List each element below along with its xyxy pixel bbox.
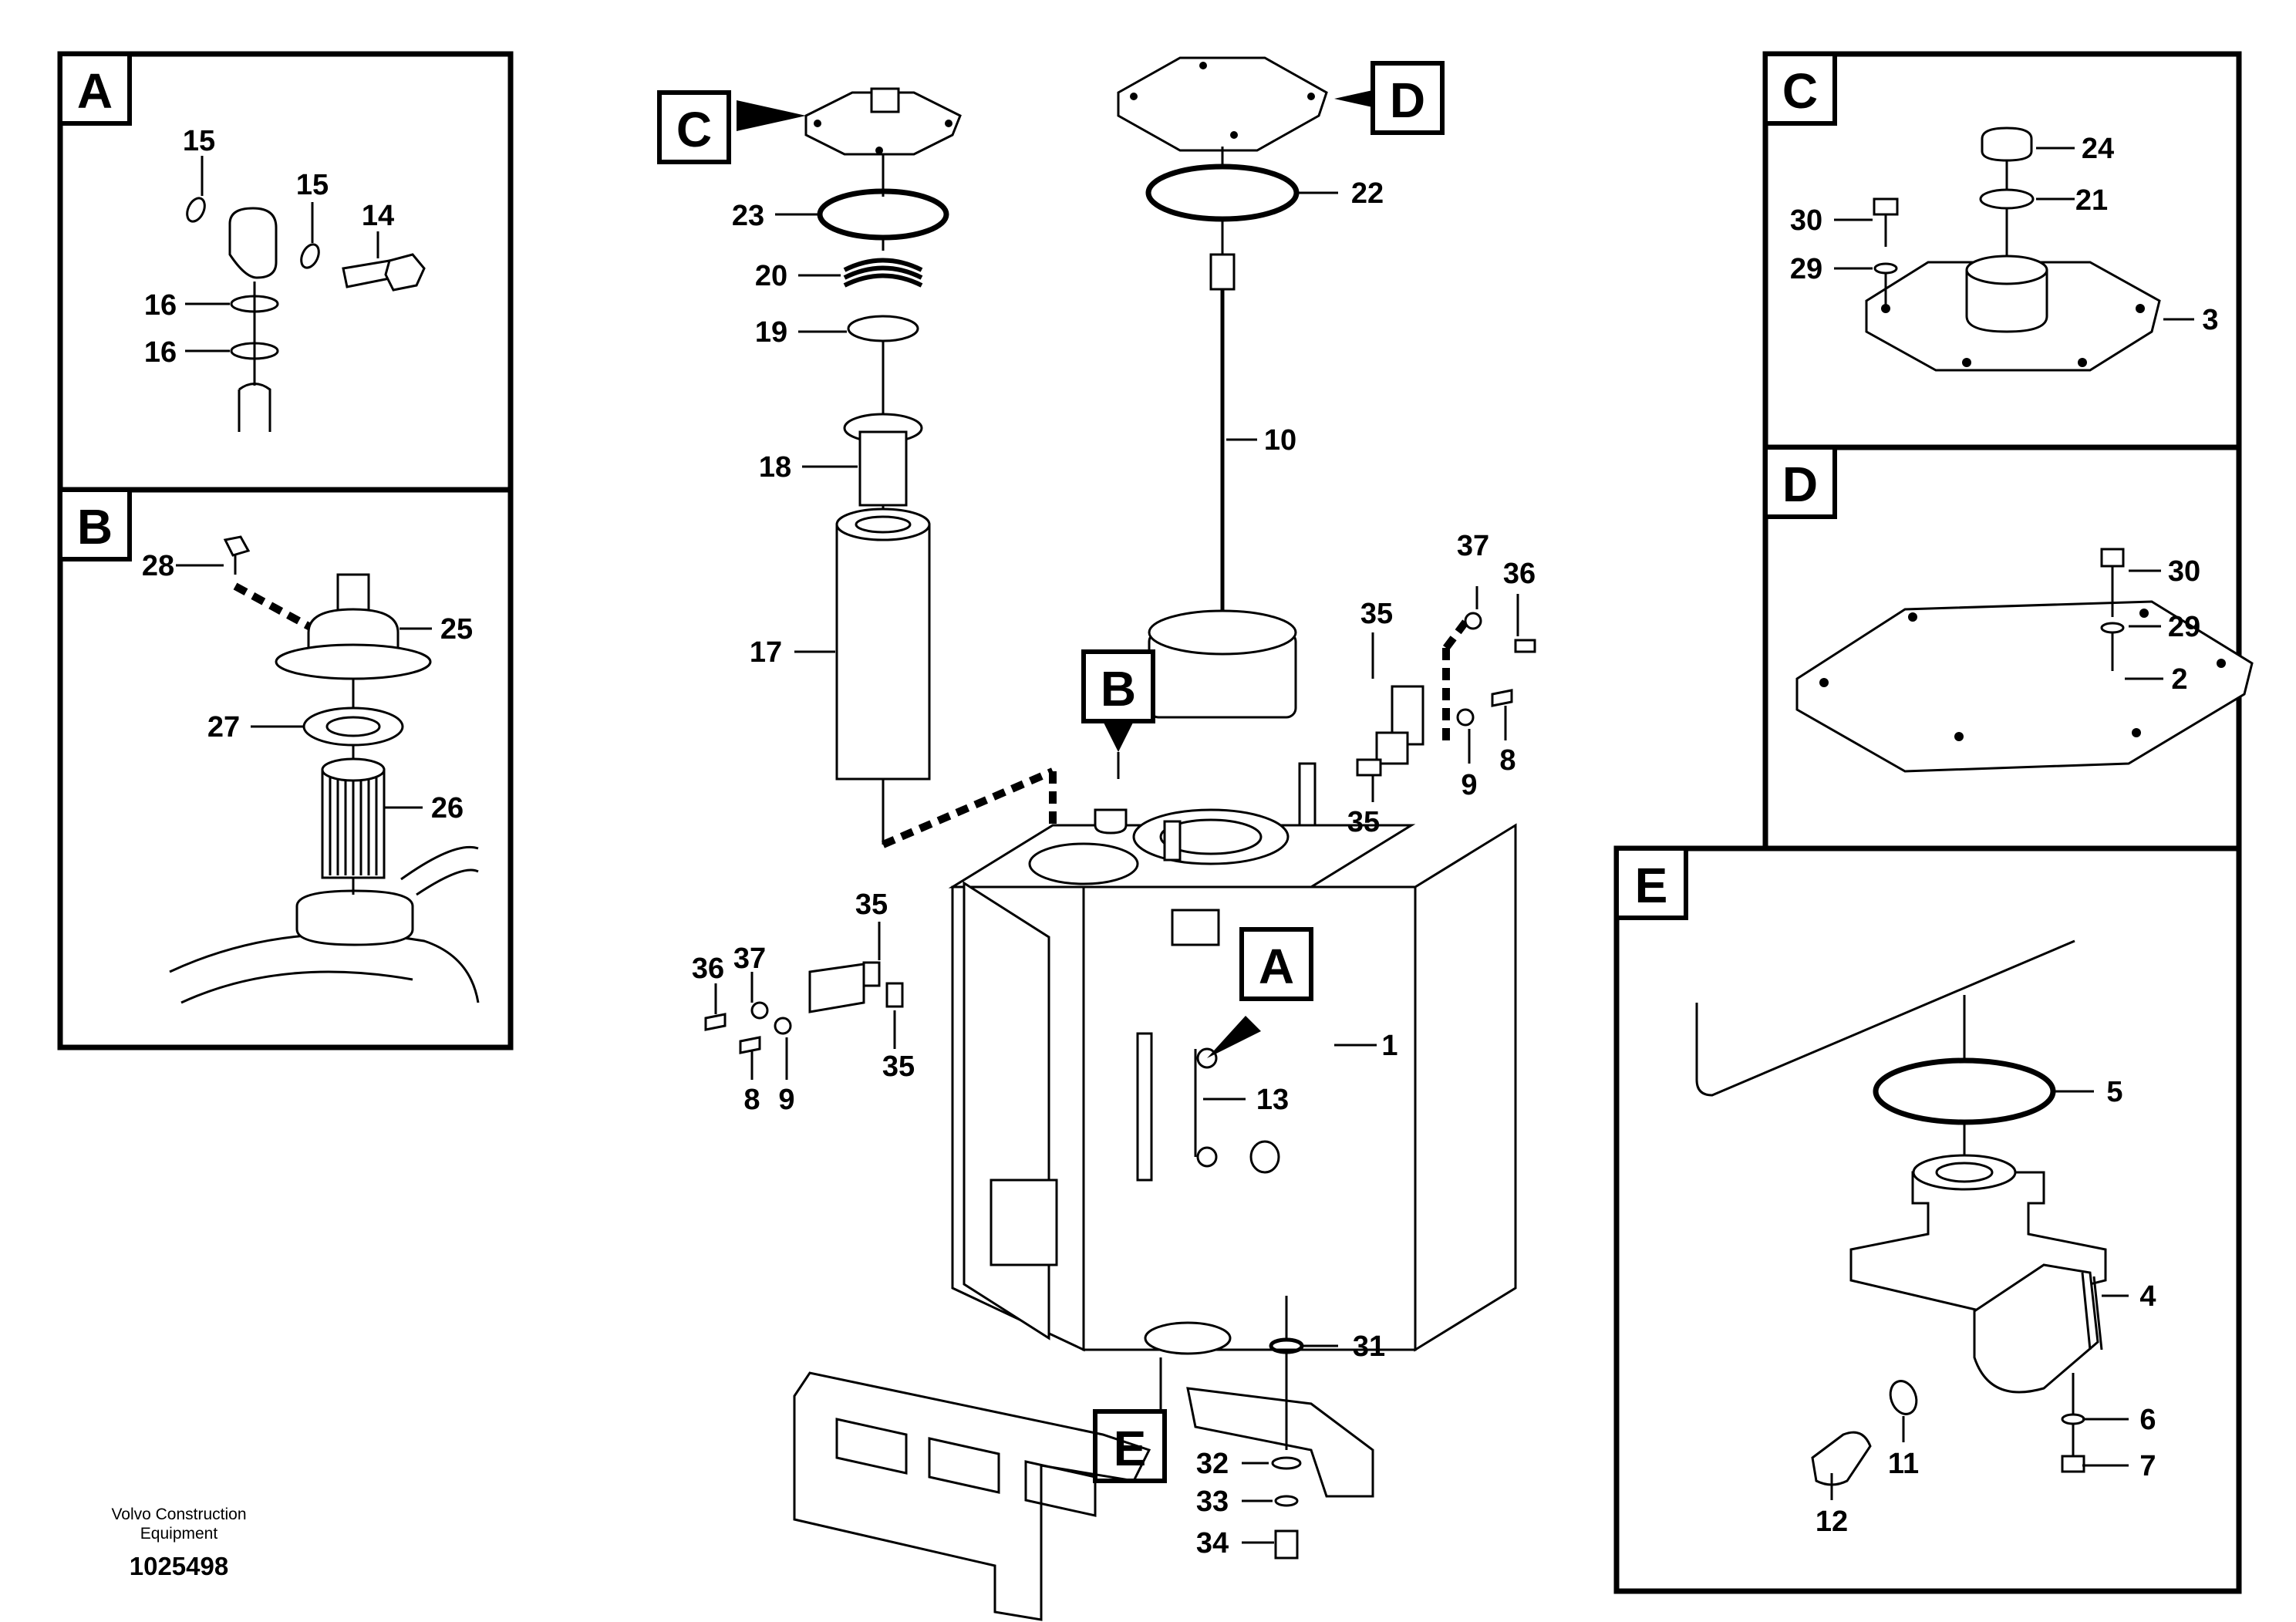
part-label-29: 29 — [1790, 253, 1822, 285]
detail-panel-d: D 30 29 2 — [1762, 444, 2254, 851]
callout-b-tag: B — [1101, 661, 1136, 717]
part-label-4: 4 — [2139, 1280, 2156, 1313]
credit-line-2: Equipment — [140, 1525, 218, 1543]
callout-a-tag: A — [1259, 939, 1294, 994]
part-label-24: 24 — [2082, 133, 2114, 165]
part-label-22: 22 — [1351, 177, 1384, 210]
drawing-number: 1025498 — [130, 1552, 228, 1580]
part-label-19: 19 — [755, 316, 787, 349]
footer-credit: Volvo Construction Equipment 1025498 — [111, 1506, 246, 1580]
part-label-35: 35 — [1347, 806, 1380, 838]
callout-d-tag: D — [1390, 73, 1425, 128]
part-label-6: 6 — [2139, 1404, 2156, 1436]
part-label-34: 34 — [1196, 1527, 1229, 1560]
part-label-32: 32 — [1196, 1448, 1229, 1480]
part-label-13: 13 — [1256, 1084, 1289, 1116]
part-label-10: 10 — [1264, 424, 1296, 457]
part-label-23: 23 — [732, 200, 764, 232]
part-label-30: 30 — [2168, 555, 2200, 588]
part-label-30: 30 — [1790, 204, 1822, 237]
part-label-25: 25 — [440, 613, 473, 646]
part-label-20: 20 — [755, 260, 787, 292]
part-label-21: 21 — [2075, 184, 2108, 217]
detail-panel-a: A 15 15 14 16 16 — [57, 51, 514, 493]
detail-b-tag: B — [77, 499, 113, 555]
part-label-18: 18 — [759, 451, 791, 484]
part-label-2: 2 — [2171, 663, 2187, 696]
part-label-8: 8 — [743, 1084, 760, 1116]
part-label-14: 14 — [362, 200, 394, 232]
detail-d-tag: D — [1782, 457, 1818, 512]
detail-panel-c: C 24 21 30 29 3 — [1762, 51, 2242, 450]
part-label-1: 1 — [1381, 1030, 1397, 1062]
part-label-35: 35 — [855, 889, 888, 921]
credit-line-1: Volvo Construction — [111, 1506, 246, 1523]
part-label-15: 15 — [183, 125, 215, 157]
part-label-8: 8 — [1499, 744, 1515, 777]
part-label-12: 12 — [1816, 1506, 1848, 1538]
part-label-37: 37 — [1457, 530, 1489, 562]
part-label-35: 35 — [882, 1050, 915, 1083]
part-label-26: 26 — [431, 792, 464, 824]
part-label-16: 16 — [144, 336, 177, 369]
part-label-9: 9 — [778, 1084, 794, 1116]
detail-a-tag: A — [77, 63, 113, 119]
part-label-7: 7 — [2139, 1450, 2156, 1482]
part-label-11: 11 — [1888, 1448, 1919, 1480]
part-label-17: 17 — [750, 636, 782, 669]
part-label-35: 35 — [1360, 598, 1393, 630]
part-label-36: 36 — [1503, 558, 1536, 590]
part-label-33: 33 — [1196, 1485, 1229, 1518]
detail-e-tag: E — [1635, 858, 1668, 913]
part-label-9: 9 — [1461, 769, 1477, 801]
part-label-31: 31 — [1353, 1330, 1385, 1363]
part-label-5: 5 — [2106, 1076, 2122, 1108]
detail-panel-b: B 28 25 27 26 — [57, 487, 514, 1050]
part-label-27: 27 — [207, 711, 240, 744]
callout-c-tag: C — [676, 102, 712, 157]
part-label-15: 15 — [296, 169, 329, 201]
part-label-37: 37 — [733, 943, 766, 975]
part-label-16: 16 — [144, 289, 177, 322]
detail-panel-e: E 5 4 6 7 11 12 — [1613, 845, 2242, 1594]
detail-c-tag: C — [1782, 63, 1818, 119]
part-label-3: 3 — [2202, 304, 2218, 336]
part-label-29: 29 — [2168, 611, 2200, 643]
main-assembly: C D B — [657, 56, 1536, 1621]
part-label-36: 36 — [692, 953, 724, 985]
part-label-28: 28 — [142, 550, 174, 582]
